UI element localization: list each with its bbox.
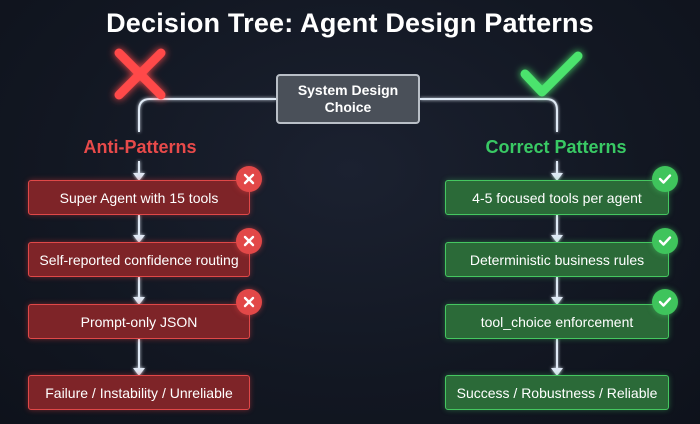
correct-pattern-box: Deterministic business rules	[445, 242, 669, 277]
arrowhead-left-1	[133, 235, 145, 243]
check-badge-icon	[652, 166, 678, 192]
cross-badge-icon	[236, 228, 262, 254]
arrowhead-right-2	[551, 297, 563, 305]
branch-left-line	[138, 98, 276, 132]
correct-patterns-heading: Correct Patterns	[485, 137, 627, 157]
arrowhead-right-1	[551, 235, 563, 243]
diagram-title: Decision Tree: Agent Design Patterns	[106, 8, 594, 38]
anti-patterns-heading: Anti-Patterns	[83, 137, 197, 157]
correct-pattern-box: tool_choice enforcement	[445, 304, 669, 339]
anti-pattern-box: Prompt-only JSON	[28, 304, 250, 339]
check-badge-icon	[652, 228, 678, 254]
anti-pattern-box: Self-reported confidence routing	[28, 242, 250, 277]
arrowhead-left-0	[133, 173, 145, 181]
checkmark-icon	[520, 51, 583, 97]
cross-badge-icon	[236, 166, 262, 192]
branch-right-line	[420, 98, 558, 132]
arrowhead-left-3	[133, 368, 145, 376]
arrowhead-left-2	[133, 297, 145, 305]
cross-badge-icon	[236, 289, 262, 315]
arrowhead-right-0	[551, 173, 563, 181]
root-node-line2: Choice	[324, 99, 372, 115]
anti-pattern-box: Super Agent with 15 tools	[28, 180, 250, 215]
root-node-line1: System Design	[297, 82, 399, 98]
check-badge-icon	[652, 289, 678, 315]
arrowhead-right-3	[551, 368, 563, 376]
root-node: System Design Choice	[276, 74, 420, 124]
correct-pattern-box: 4-5 focused tools per agent	[445, 180, 669, 215]
correct-pattern-outcome-box: Success / Robustness / Reliable	[445, 375, 669, 410]
cross-icon	[114, 48, 166, 100]
anti-pattern-outcome-box: Failure / Instability / Unreliable	[28, 375, 250, 410]
